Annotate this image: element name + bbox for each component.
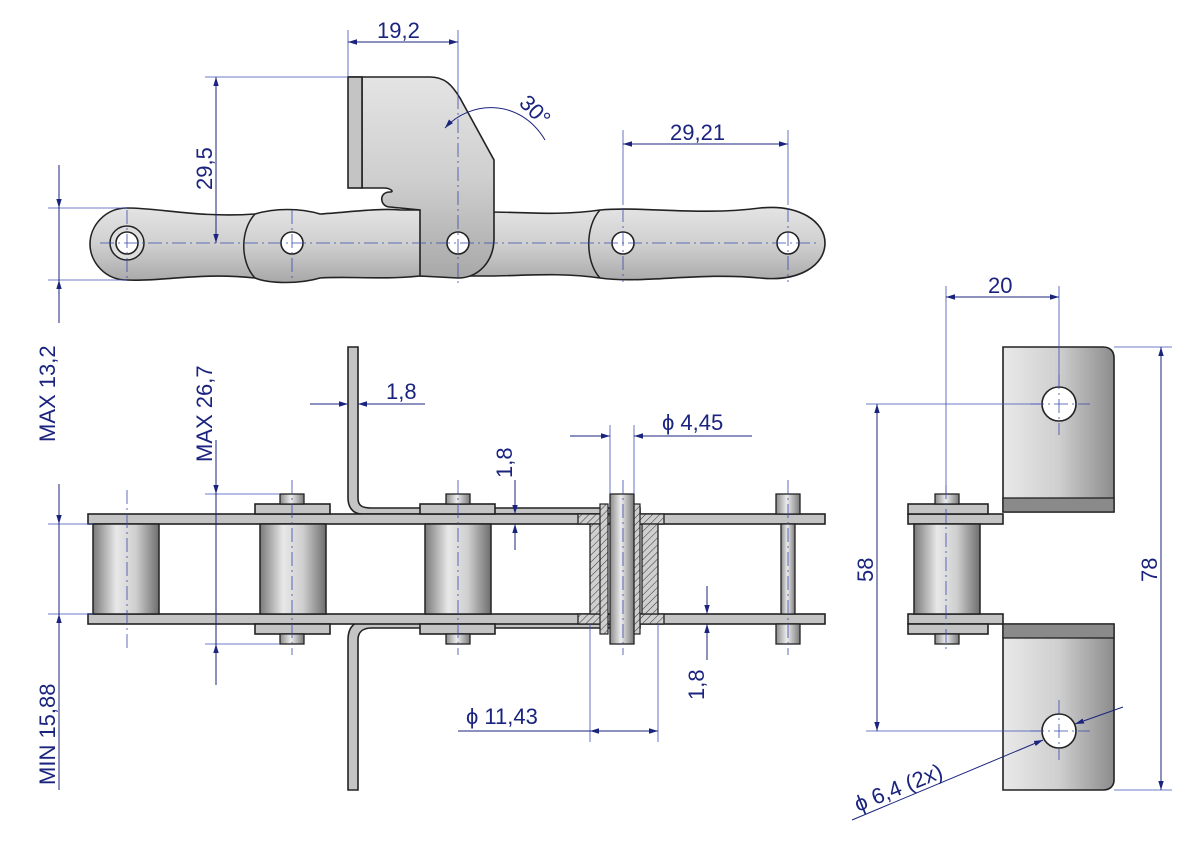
attachment-lug — [348, 76, 495, 279]
dim-label: 30° — [514, 90, 555, 131]
dim-plate-thickness-bottom: 1,8 — [684, 586, 710, 700]
dim-label: 1,8 — [386, 379, 417, 404]
plan-view — [87, 346, 826, 791]
dim-label: 19,2 — [377, 18, 420, 43]
side-plate-bottom — [87, 613, 826, 625]
dim-label: ϕ 11,43 — [466, 704, 538, 729]
dim-min-inner-width: MIN 15,88 — [35, 484, 93, 790]
dim-label: ϕ 6,4 (2x) — [851, 759, 947, 817]
dim-pin-diameter: ϕ 4,45 — [570, 410, 752, 494]
attachment-sheet — [347, 346, 641, 515]
dim-label: 1,8 — [492, 447, 517, 478]
dim-label: 29,5 — [192, 147, 217, 190]
dim-plate-thickness-top: 1,8 — [492, 447, 518, 550]
lower-attachment-plate — [1002, 623, 1115, 791]
dim-hole-spacing: 58 — [853, 403, 1042, 732]
dim-label: ϕ 4,45 — [662, 410, 723, 435]
dim-label: 58 — [853, 558, 878, 582]
pin-section — [609, 493, 635, 645]
lug-edge — [347, 76, 363, 189]
dim-label: 1,8 — [684, 669, 709, 700]
roller — [92, 523, 160, 615]
dim-top-width: 19,2 — [347, 18, 459, 95]
dim-roller-diameter: ϕ 11,43 — [458, 624, 659, 742]
side-plate-top — [87, 513, 826, 525]
roller — [259, 523, 327, 615]
side-view — [89, 76, 826, 284]
roller — [913, 523, 981, 615]
dim-label: 78 — [1137, 558, 1162, 582]
dim-label: MIN 15,88 — [35, 684, 60, 786]
dim-label: 29,21 — [670, 120, 725, 145]
dim-max-link-height: MAX 13,2 — [35, 165, 127, 442]
dim-label: MAX 26,7 — [192, 365, 217, 462]
dim-overall-width: 78 — [1114, 346, 1172, 791]
upper-attachment-plate — [1002, 346, 1115, 513]
dim-pitch: 29,21 — [622, 120, 789, 205]
dim-label: 20 — [988, 273, 1012, 298]
dim-attach-hole-offset: 20 — [945, 273, 1060, 494]
end-view — [907, 346, 1115, 791]
dim-max-pin-length: MAX 26,7 — [192, 365, 280, 685]
dim-label: MAX 13,2 — [35, 345, 60, 442]
dim-sheet-thickness: 1,8 — [310, 379, 425, 407]
dim-attach-height: 29,5 — [192, 76, 348, 243]
